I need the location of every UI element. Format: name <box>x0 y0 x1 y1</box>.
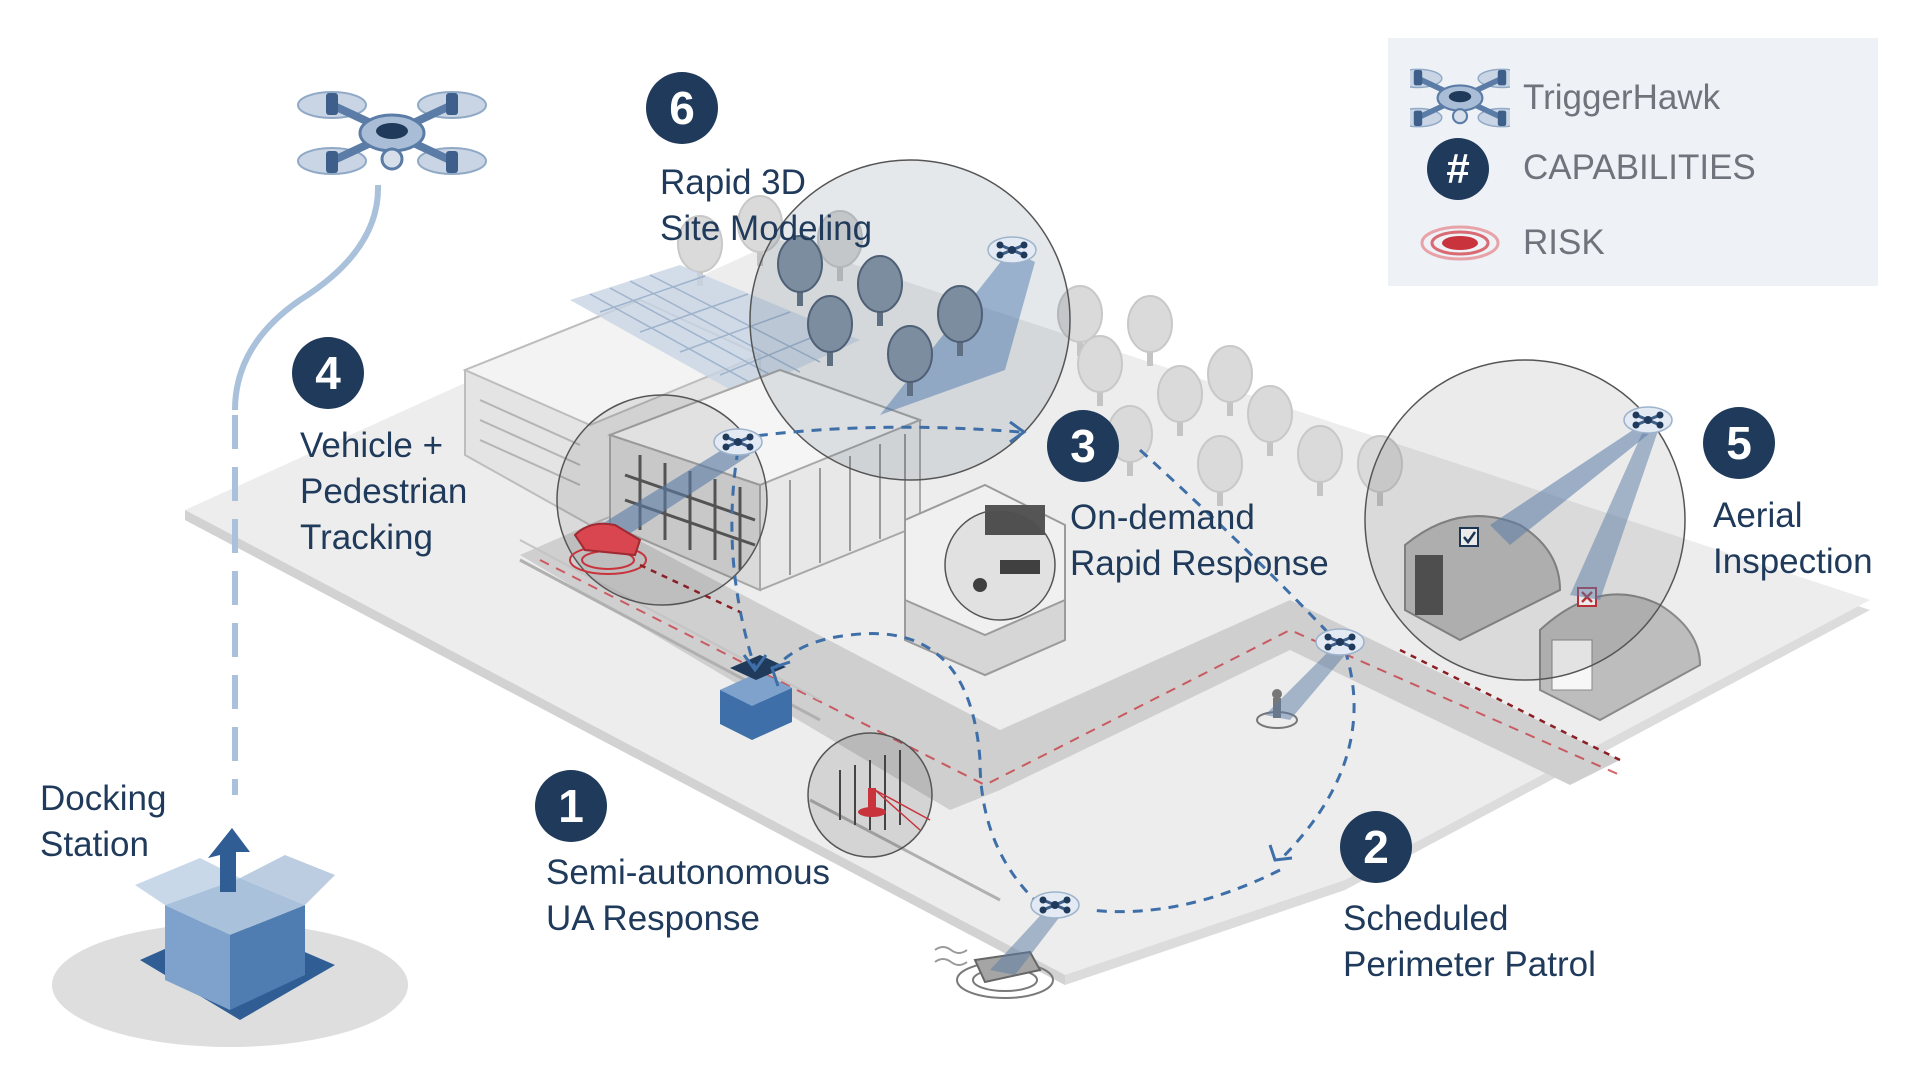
solar-grid <box>570 265 860 395</box>
risk-path <box>639 563 1621 762</box>
capability-label-4: Vehicle + Pedestrian Tracking <box>300 426 468 557</box>
hangar-left <box>1404 515 1562 642</box>
capability-badge-6: 6 <box>646 72 718 144</box>
risk-ring-icon <box>1420 225 1500 261</box>
triggerhawk-drone-icon <box>298 92 486 174</box>
legend: TriggerHawk # CAPABILITIES RISK <box>1388 38 1878 286</box>
drone-marker-inspection <box>1622 405 1674 435</box>
flight-path-patrol <box>730 425 1356 914</box>
risk-car <box>569 522 647 575</box>
capability-label-5: Aerial Inspection <box>1713 496 1873 581</box>
zoom-circle-tracking <box>556 394 768 606</box>
legend-item-drone: TriggerHawk <box>1388 68 1878 128</box>
drone-marker-patrol <box>1029 890 1081 920</box>
drone-marker-modeling <box>986 235 1038 265</box>
capability-badge-2: 2 <box>1340 811 1412 883</box>
zoom-circle-inspection <box>1364 359 1686 681</box>
hash-badge-icon: # <box>1427 138 1489 200</box>
capability-badge-1: 1 <box>535 770 607 842</box>
legend-item-risk: RISK <box>1388 213 1878 273</box>
drone-marker-tracking <box>712 427 764 457</box>
capability-badge-3: 3 <box>1047 410 1119 482</box>
capability-badge-4: 4 <box>292 337 364 409</box>
control-room <box>904 483 1066 677</box>
capability-label-2: Scheduled Perimeter Patrol <box>1343 899 1596 984</box>
capability-label-6: Rapid 3D Site Modeling <box>660 163 873 248</box>
docking-station-label: Docking Station <box>40 779 167 864</box>
legend-item-capabilities: # CAPABILITIES <box>1388 138 1878 200</box>
legend-label-risk: RISK <box>1523 223 1605 262</box>
flight-path-docking <box>232 184 382 795</box>
drone-icon <box>1410 68 1510 128</box>
drone-beams <box>990 650 1345 975</box>
docking-station-icon <box>52 828 408 1047</box>
legend-label-drone: TriggerHawk <box>1523 78 1721 117</box>
drone-marker-response <box>1314 627 1366 657</box>
capability-label-1: Semi-autonomous UA Response <box>546 853 831 938</box>
guard-house <box>720 655 792 740</box>
risk-person-gate <box>858 788 886 817</box>
path-arrowheads <box>742 420 1293 862</box>
legend-label-capabilities: CAPABILITIES <box>1523 148 1756 187</box>
zoom-circle-modeling <box>749 159 1071 481</box>
zoom-circle-response <box>944 509 1056 621</box>
capability-label-3: On-demand Rapid Response <box>1070 498 1329 583</box>
capability-badge-5: 5 <box>1703 407 1775 479</box>
